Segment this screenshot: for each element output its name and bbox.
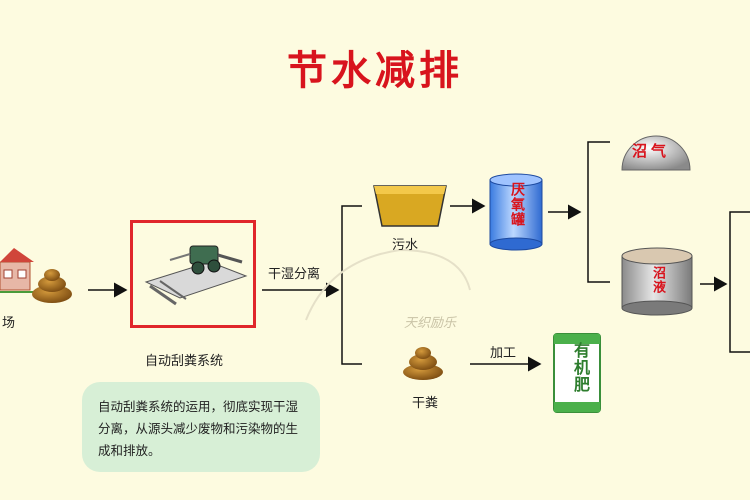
processing-label: 加工 [490,346,517,361]
right-edge-box [729,211,750,353]
description-note: 自动刮粪系统的运用，彻底实现干湿分离，从源头减少废物和污染物的生成和排放。 [82,382,320,472]
sewage-basin-icon [373,185,447,227]
page-title: 节水减排 [287,47,463,94]
watermark-text: 天织励乐 [404,316,457,331]
slurry-tank-icon [621,247,693,316]
separation-label: 干湿分离 [268,267,321,282]
anaerobic-tank-icon [489,173,543,251]
output-bracket [587,141,610,283]
farm-building-icon [0,248,40,293]
watermark-curve [305,248,471,321]
biogas-dome-icon [621,135,691,171]
slurry-label: 沼液 [650,266,665,294]
manure-pile-icon [32,269,72,303]
fertilizer-label: 有机肥 [571,342,590,393]
farm-label: 场 [2,316,16,331]
sewage-label: 污水 [392,238,419,253]
split-bracket [341,205,362,365]
dry-manure-label: 干粪 [412,396,439,411]
scraper-machine-overlay [144,245,248,306]
fertilizer-bag-icon [553,333,601,413]
dry-manure-icon [403,347,443,380]
biogas-label: 沼气 [632,142,671,160]
anaerobic-tank-label: 厌氧罐 [509,182,525,227]
machine-label: 自动刮粪系统 [145,354,224,369]
